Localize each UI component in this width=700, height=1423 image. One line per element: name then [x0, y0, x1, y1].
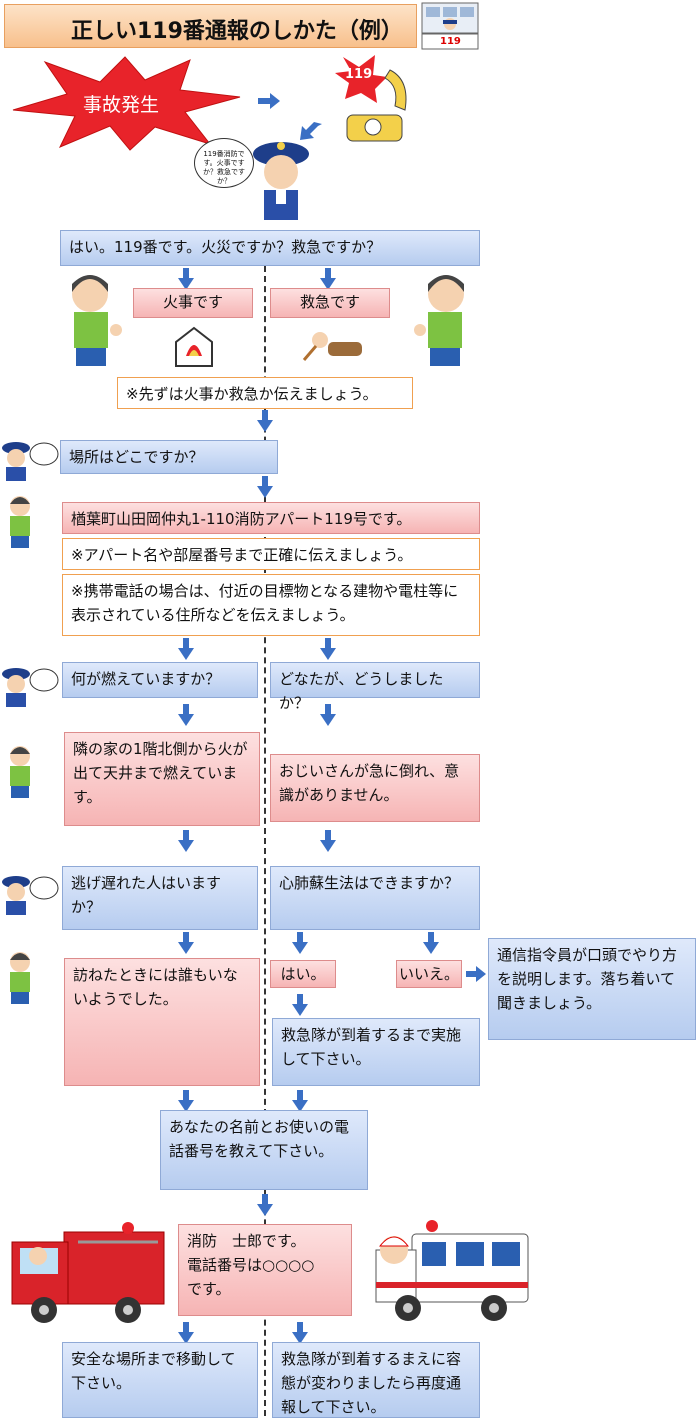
phone-icon: 119 [335, 55, 415, 145]
accident-burst: 事故発生 [5, 52, 245, 152]
arrow-icon [292, 1090, 308, 1112]
answer-name-line3: です。 [187, 1280, 231, 1298]
answer-address: 楢葉町山田岡仲丸1-110消防アパート119号です。 [62, 502, 480, 534]
right-arrow-icon [466, 966, 486, 986]
arrow-icon [178, 1322, 194, 1344]
no-label: いいえ。 [396, 960, 462, 988]
caller-icon [64, 272, 126, 372]
ambulance-label: 救急です [270, 288, 390, 318]
arrow-icon [320, 704, 336, 726]
arrow-icon [423, 932, 439, 954]
answer-name: 消防 士郎です。 電話番号は○○○○ です。 [178, 1224, 352, 1316]
arrow-icon [178, 1090, 194, 1112]
caller-small-icon [4, 950, 38, 1010]
question-name-phone: あなたの名前とお使いの電話番号を教えて下さい。 [160, 1110, 368, 1190]
no-cpr-instruction: 通信指令員が口頭でやり方を説明します。落ち着いて聞きましょう。 [488, 938, 696, 1040]
dispatcher-icon [250, 136, 312, 226]
arrow-icon [178, 268, 194, 290]
question-people-trapped: 逃げ遅れた人はいますか？ [62, 866, 258, 930]
divider-line [264, 266, 266, 1416]
dispatcher-bubble-text: 119番消防です。火事ですか？救急ですか？ [203, 150, 245, 185]
caller-small-icon [4, 744, 38, 804]
arrow-icon [320, 830, 336, 852]
fire-label: 火事です [133, 288, 253, 318]
arrow-icon [257, 410, 273, 432]
arrow-icon [292, 932, 308, 954]
question-fire-or-ambulance: はい。119番です。火災ですか？救急ですか？ [60, 230, 480, 266]
answer-fire-detail: 隣の家の1階北側から火が出て天井まで燃えています。 [64, 732, 260, 826]
arrow-icon [257, 476, 273, 498]
arrow-icon [292, 1322, 308, 1344]
dispatcher-small-icon [0, 664, 60, 712]
dispatcher-small-icon [0, 438, 60, 486]
phone-label: 119 [345, 67, 373, 82]
header-icon-label: 119 [440, 36, 461, 47]
page-title: 正しい119番通報のしかた（例） [4, 4, 417, 48]
accident-label: 事故発生 [83, 94, 160, 116]
ambulance-icon [372, 1210, 532, 1328]
arrow-icon [178, 704, 194, 726]
answer-name-line1: 消防 士郎です。 [187, 1232, 306, 1250]
answer-nobody: 訪ねたときには誰もいないようでした。 [64, 958, 260, 1086]
caller-small-icon [4, 494, 38, 554]
fire-truck-icon [8, 1212, 168, 1330]
down-left-arrow-icon [300, 122, 322, 144]
arrow-icon [178, 830, 194, 852]
question-what-happened: どなたが、どうしましたか？ [270, 662, 480, 712]
arrow-icon [320, 268, 336, 290]
arrow-icon [178, 932, 194, 954]
speech-bubble: 119番消防です。火事ですか？救急ですか？ [194, 138, 254, 188]
dispatcher-small-icon [0, 872, 60, 920]
collapsed-elder-icon [302, 330, 366, 368]
question-what-burning: 何が燃えていますか？ [62, 662, 258, 698]
arrow-icon [178, 638, 194, 660]
final-ambulance-instruction: 救急隊が到着するまえに容態が変わりましたら再度通報して下さい。 [272, 1342, 480, 1418]
answer-name-line2: 電話番号は○○○○ [187, 1256, 315, 1274]
arrow-icon [320, 638, 336, 660]
dispatch-center-icon: 119 [421, 2, 479, 50]
yes-cpr-instruction: 救急隊が到着するまで実施して下さい。 [272, 1018, 480, 1086]
note-apartment: ※アパート名や部屋番号まで正確に伝えましょう。 [62, 538, 480, 570]
yes-label: はい。 [270, 960, 336, 988]
arrow-icon [292, 994, 308, 1016]
right-arrow-icon [258, 93, 280, 113]
house-fire-icon [174, 326, 214, 372]
answer-ambulance-detail: おじいさんが急に倒れ、意識がありません。 [270, 754, 480, 822]
question-cpr: 心肺蘇生法はできますか？ [270, 866, 480, 930]
final-fire-instruction: 安全な場所まで移動して下さい。 [62, 1342, 258, 1418]
question-location: 場所はどこですか？ [60, 440, 278, 474]
note-mobile: ※携帯電話の場合は、付近の目標物となる建物や電柱等に表示されている住所などを伝え… [62, 574, 480, 636]
caller-icon [410, 272, 472, 372]
note-tell-type: ※先ずは火事か救急か伝えましょう。 [117, 377, 413, 409]
arrow-icon [257, 1194, 273, 1216]
